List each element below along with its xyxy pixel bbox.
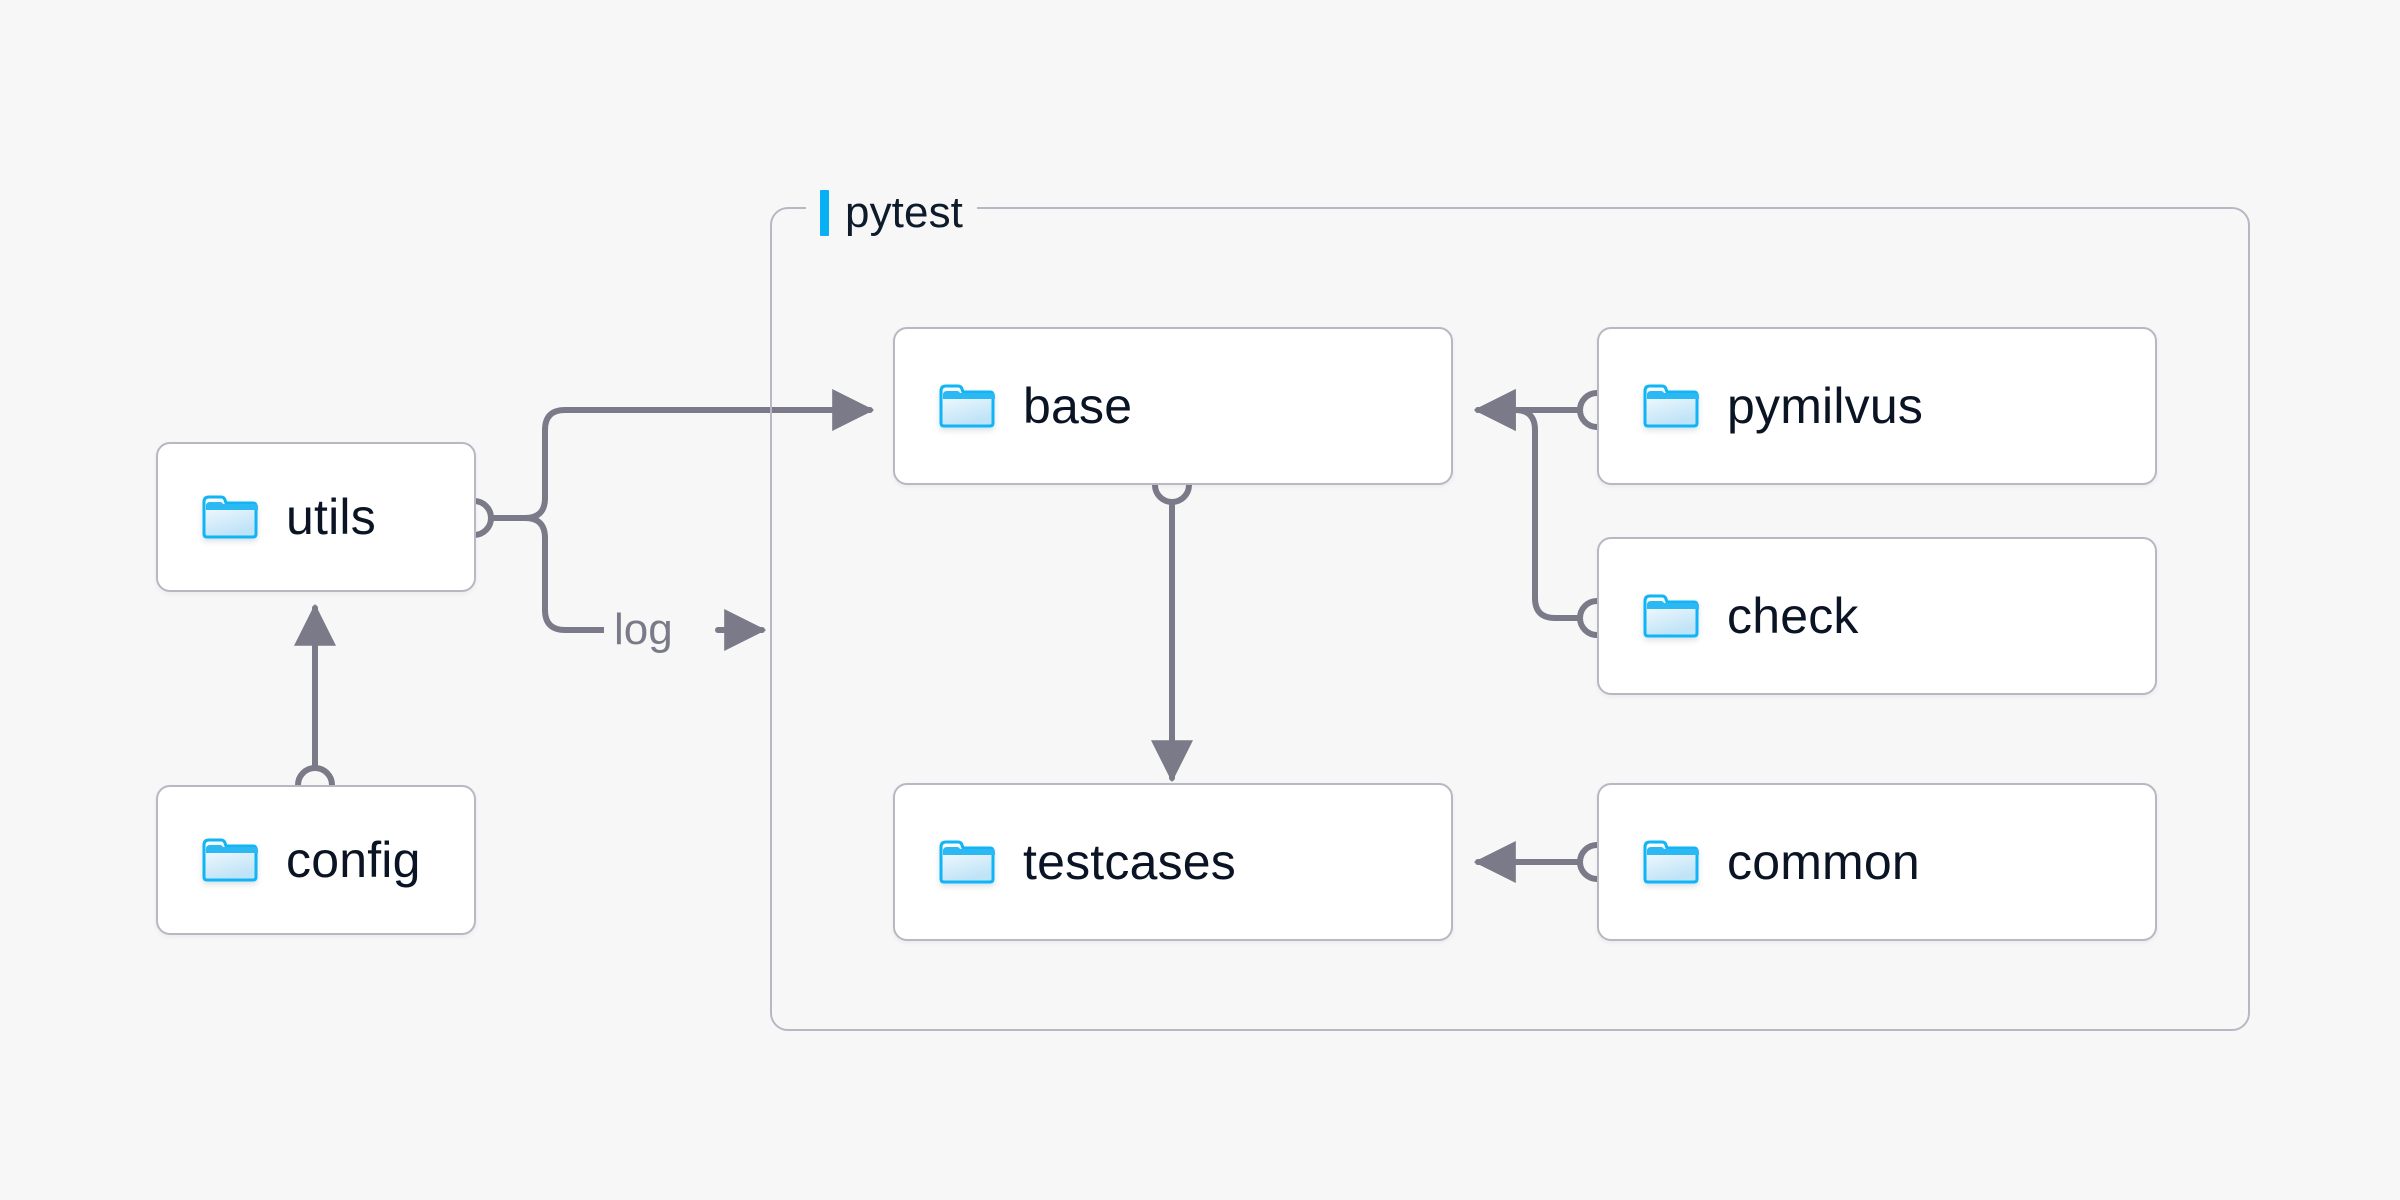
- folder-icon: [939, 382, 995, 430]
- folder-icon: [1643, 382, 1699, 430]
- node-utils-label: utils: [286, 489, 376, 545]
- node-utils[interactable]: utils: [156, 442, 476, 592]
- node-testcases[interactable]: testcases: [893, 783, 1453, 941]
- node-base[interactable]: base: [893, 327, 1453, 485]
- group-pytest: [770, 207, 2250, 1031]
- group-pytest-label: pytest: [806, 185, 977, 241]
- node-pymilvus[interactable]: pymilvus: [1597, 327, 2157, 485]
- edge-label-log: log: [604, 608, 683, 652]
- node-config-label: config: [286, 832, 421, 888]
- node-testcases-label: testcases: [1023, 834, 1237, 890]
- group-accent-bar: [820, 190, 829, 236]
- group-pytest-label-text: pytest: [845, 188, 963, 237]
- node-check-label: check: [1727, 588, 1859, 644]
- folder-icon: [202, 836, 258, 884]
- node-config[interactable]: config: [156, 785, 476, 935]
- folder-icon: [1643, 592, 1699, 640]
- folder-icon: [1643, 838, 1699, 886]
- node-check[interactable]: check: [1597, 537, 2157, 695]
- node-pymilvus-label: pymilvus: [1727, 378, 1924, 434]
- node-base-label: base: [1023, 378, 1133, 434]
- folder-icon: [202, 493, 258, 541]
- node-common-label: common: [1727, 834, 1920, 890]
- node-common[interactable]: common: [1597, 783, 2157, 941]
- folder-icon: [939, 838, 995, 886]
